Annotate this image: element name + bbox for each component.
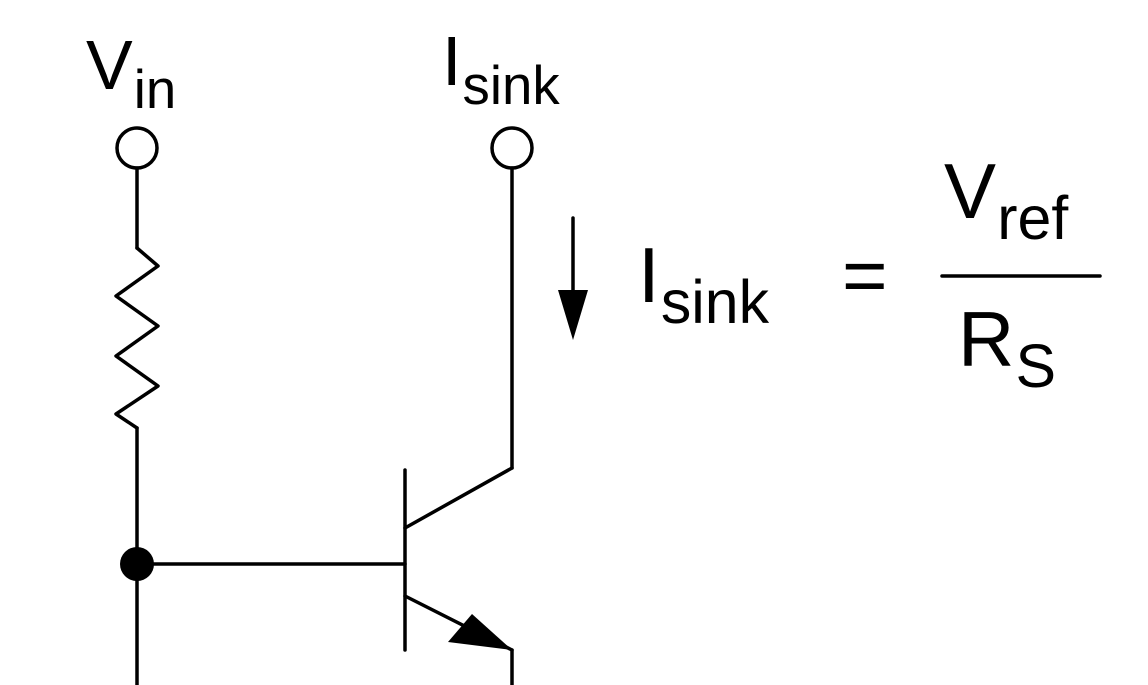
vin-label: Vin <box>86 30 176 116</box>
resistor <box>114 246 160 430</box>
equation-numerator: Vref <box>944 152 1068 248</box>
numerator-symbol: V <box>944 147 997 235</box>
equation-lhs: Isink <box>638 236 769 332</box>
emitter-arrow <box>448 614 512 650</box>
equation-lhs-symbol: I <box>638 231 660 319</box>
equation-lhs-subscript: sink <box>660 267 770 336</box>
current-arrow-head <box>558 290 588 340</box>
isink-terminal <box>490 126 534 170</box>
denominator-symbol: R <box>958 295 1015 383</box>
isink-terminal-subscript: sink <box>462 54 560 116</box>
vin-terminal <box>115 126 159 170</box>
isink-terminal-symbol: I <box>442 22 462 100</box>
junction-dot <box>120 547 154 581</box>
numerator-subscript: ref <box>997 183 1069 252</box>
equation-denominator: RS <box>958 300 1056 396</box>
equals-sign: = <box>842 231 888 319</box>
vin-symbol: V <box>86 26 133 104</box>
transistor-collector <box>403 466 514 530</box>
vin-subscript: in <box>133 58 177 120</box>
isink-terminal-label: Isink <box>442 26 560 112</box>
denominator-subscript: S <box>1015 331 1057 400</box>
